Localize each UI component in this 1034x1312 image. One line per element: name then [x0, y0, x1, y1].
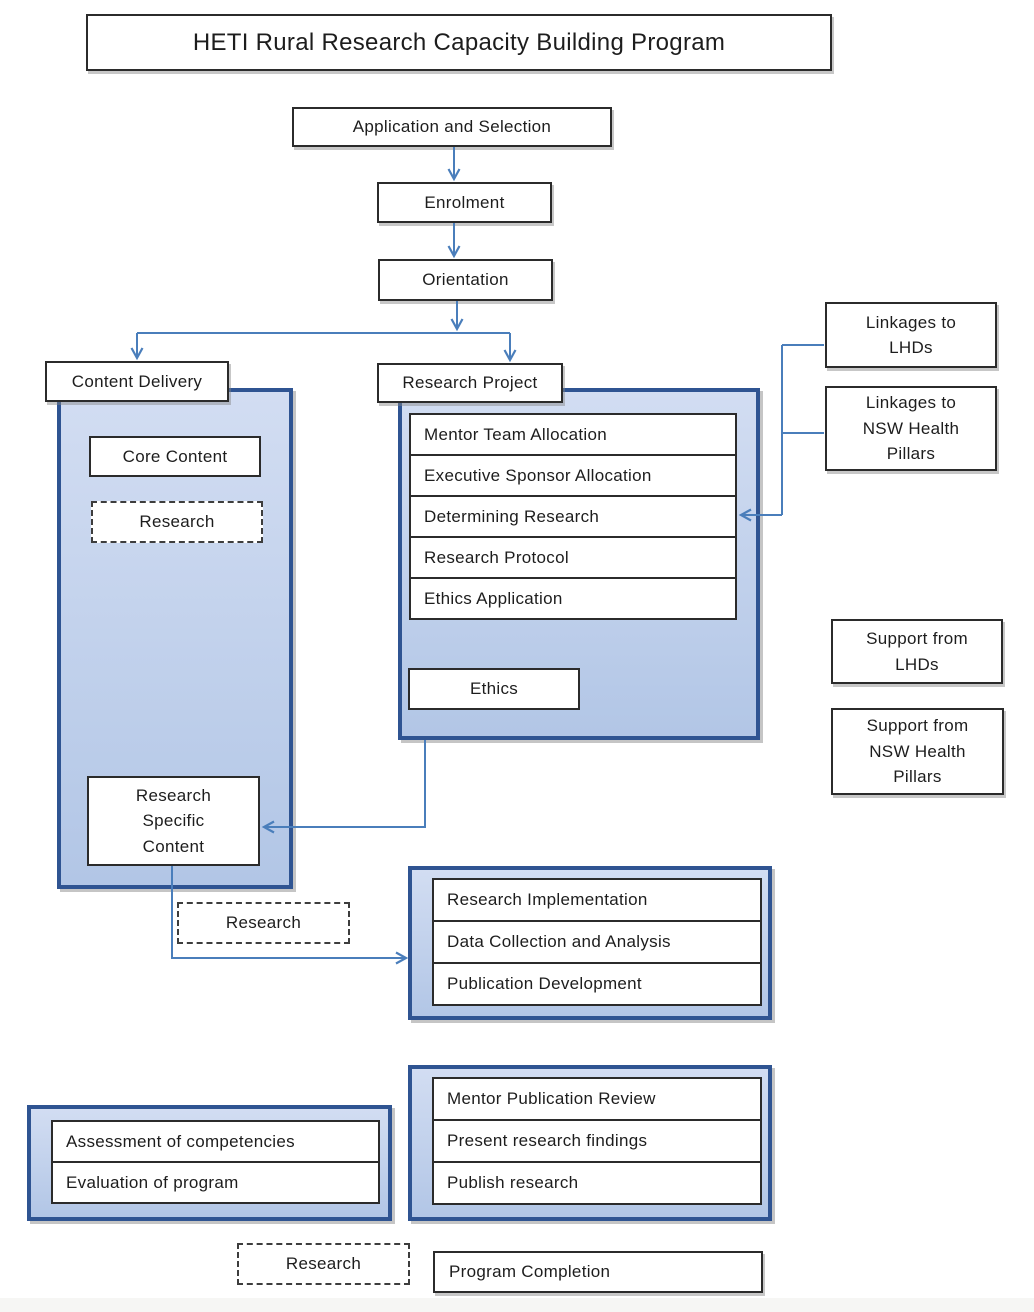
node-research-overlay-content: Research: [91, 501, 263, 543]
research-step-row: Research Protocol: [409, 536, 737, 579]
implementation-step-row: Research Implementation: [432, 878, 762, 922]
diagram-title-box: HETI Rural Research Capacity Building Pr…: [86, 14, 832, 71]
node-ethics: Ethics: [408, 668, 580, 710]
publication-row: Present research findings: [432, 1119, 762, 1163]
label-content-delivery: Content Delivery: [45, 361, 229, 402]
node-program-completion: Program Completion: [433, 1251, 763, 1293]
node-orientation: Orientation: [378, 259, 553, 301]
implementation-step-row: Publication Development: [432, 962, 762, 1006]
publication-rows: Mentor Publication Review Present resear…: [432, 1077, 762, 1205]
implementation-step-row: Data Collection and Analysis: [432, 920, 762, 964]
assessment-row: Evaluation of program: [51, 1161, 380, 1204]
assessment-row: Assessment of competencies: [51, 1120, 380, 1163]
node-enrolment: Enrolment: [377, 182, 552, 223]
publication-row: Mentor Publication Review: [432, 1077, 762, 1121]
assessment-rows: Assessment of competencies Evaluation of…: [51, 1120, 380, 1204]
implementation-steps: Research Implementation Data Collection …: [432, 878, 762, 1006]
support-nsw-pillars-text: Support from NSW Health Pillars: [866, 716, 969, 787]
node-research-specific-content: Research Specific Content: [87, 776, 260, 866]
node-application-selection: Application and Selection: [292, 107, 612, 147]
node-core-content: Core Content: [89, 436, 261, 477]
support-lhds-text: Support from LHDs: [866, 629, 968, 674]
diagram-title: HETI Rural Research Capacity Building Pr…: [192, 28, 726, 56]
research-step-row: Mentor Team Allocation: [409, 413, 737, 456]
node-research-tag-bottom: Research: [237, 1243, 410, 1285]
research-project-steps: Mentor Team Allocation Executive Sponsor…: [409, 413, 737, 620]
research-step-row: Executive Sponsor Allocation: [409, 454, 737, 497]
node-support-lhds: Support from LHDs: [831, 619, 1003, 684]
research-specific-content-text: Research Specific Content: [135, 785, 212, 856]
label-research-project: Research Project: [377, 363, 563, 403]
node-linkages-nsw-pillars: Linkages to NSW Health Pillars: [825, 386, 997, 471]
research-step-row: Ethics Application: [409, 577, 737, 620]
footer-strip: [0, 1298, 1034, 1312]
linkages-lhds-text: Linkages to LHDs: [865, 312, 957, 358]
node-support-nsw-pillars: Support from NSW Health Pillars: [831, 708, 1004, 795]
publication-row: Publish research: [432, 1161, 762, 1205]
node-research-tag-mid: Research: [177, 902, 350, 944]
research-step-row: Determining Research: [409, 495, 737, 538]
node-linkages-lhds: Linkages to LHDs: [825, 302, 997, 368]
linkages-nsw-pillars-text: Linkages to NSW Health Pillars: [862, 393, 960, 464]
